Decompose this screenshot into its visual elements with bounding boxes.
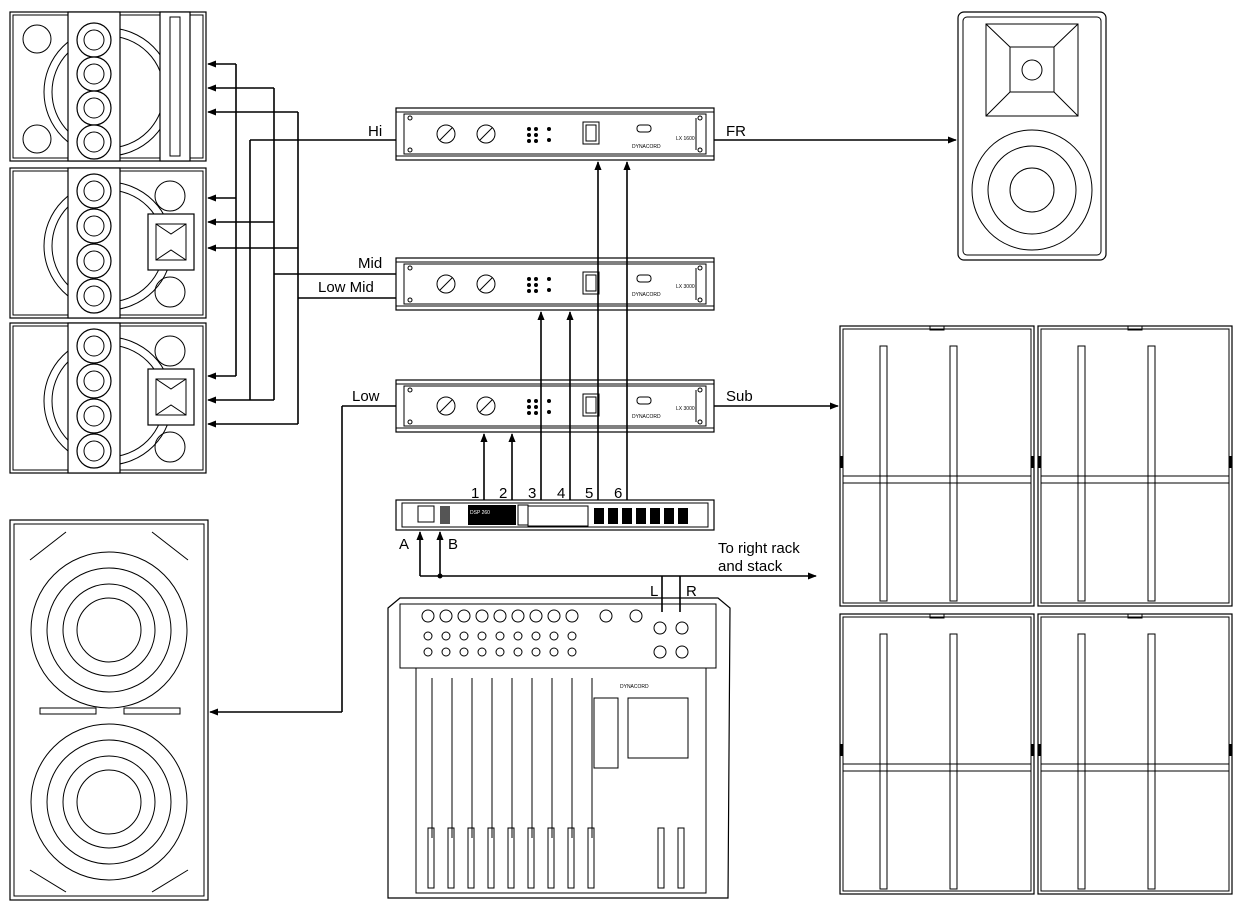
amplifier-mid: LX 3000 DYNACORD: [395, 257, 715, 311]
amp-brand-label: DYNACORD: [632, 292, 661, 298]
label-output-2: 2: [499, 485, 507, 502]
label-mid: Mid: [358, 255, 382, 272]
label-output-5: 5: [585, 485, 593, 502]
amp-brand-label: DYNACORD: [632, 144, 661, 150]
amplifier-low: LX 3000 DYNACORD: [395, 379, 715, 433]
label-fr: FR: [726, 123, 746, 140]
label-left: L: [650, 583, 658, 600]
label-low-mid: Low Mid: [318, 279, 374, 296]
label-output-1: 1: [471, 485, 479, 502]
left-stack: [9, 11, 207, 474]
signal-wiring: [207, 60, 957, 716]
amp-model-label: LX 3000: [676, 406, 695, 412]
label-to-right-rack: To right rack: [718, 540, 800, 557]
stack-cabinet-middle: [9, 167, 207, 319]
amp-model-label: LX 3000: [676, 284, 695, 290]
label-input-b: B: [448, 536, 458, 553]
amp-model-label: LX 1600: [676, 136, 695, 142]
label-right: R: [686, 583, 697, 600]
label-sub: Sub: [726, 388, 753, 405]
amp-brand-label: DYNACORD: [632, 414, 661, 420]
dsp-model-label: DSP 260: [470, 510, 490, 516]
mixer: DYNACORD: [387, 597, 731, 899]
label-low: Low: [352, 388, 380, 405]
fr-speaker: [957, 11, 1107, 261]
right-sub-stack: [839, 325, 1233, 895]
stack-cabinet-bottom: [9, 322, 207, 474]
stack-cabinet-top: [9, 11, 207, 162]
amplifier-hi: LX 1600 DYNACORD: [395, 107, 715, 161]
label-output-3: 3: [528, 485, 536, 502]
mixer-brand-label: DYNACORD: [620, 684, 649, 690]
label-output-4: 4: [557, 485, 565, 502]
label-input-a: A: [399, 536, 409, 553]
label-and-stack: and stack: [718, 558, 783, 575]
label-hi: Hi: [368, 123, 382, 140]
labels: Hi Mid Low Mid Low FR Sub 1 2 3 4 5 6 A …: [318, 123, 800, 600]
dsp-processor: DSP 260: [395, 499, 715, 531]
label-output-6: 6: [614, 485, 622, 502]
left-subwoofer: [9, 519, 209, 901]
